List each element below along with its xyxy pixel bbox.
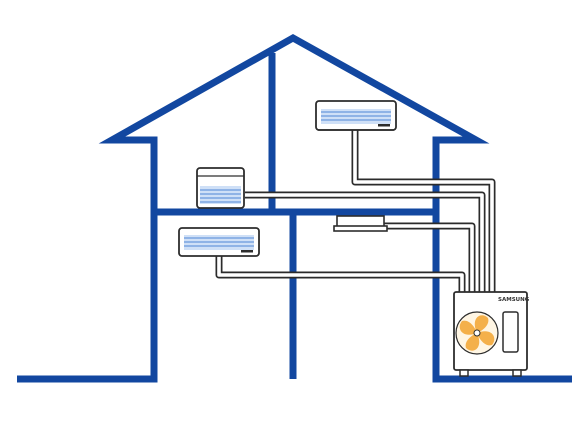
fan-blades-icon <box>459 315 495 351</box>
outdoor-condenser-fan-icon: SAMSUNG <box>453 291 530 377</box>
house-outline <box>17 33 572 383</box>
outdoor-unit-brand-label: SAMSUNG <box>498 297 530 303</box>
refrigerant-pipes <box>215 130 496 292</box>
left-wall-and-ground <box>17 33 572 383</box>
wall-mounted-ac-icon <box>178 227 260 257</box>
wall-mounted-ac-icon <box>315 100 397 131</box>
ceiling-cassette-ac-icon <box>333 215 388 232</box>
floor-console-ac-icon <box>196 167 245 209</box>
